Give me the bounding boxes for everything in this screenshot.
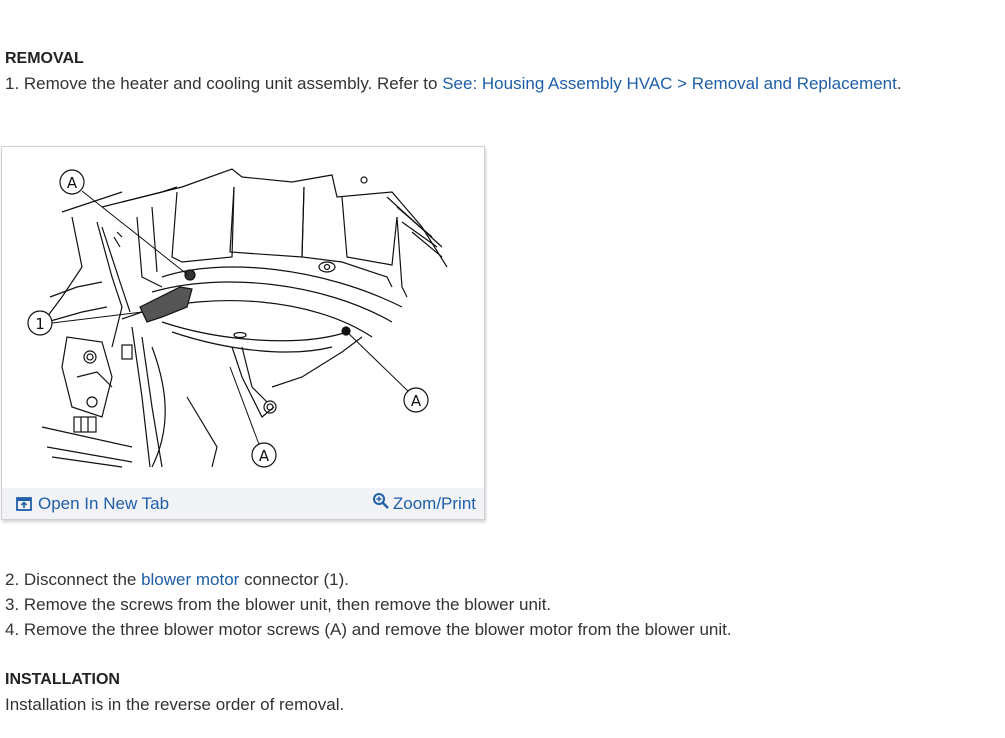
callout-1: 1 bbox=[35, 315, 45, 333]
open-new-tab-icon bbox=[16, 496, 32, 511]
blower-motor-diagram[interactable]: A 1 A A bbox=[2, 147, 484, 487]
open-in-new-tab-button[interactable]: Open In New Tab bbox=[16, 494, 169, 514]
removal-step-2: 2. Disconnect the blower motor connector… bbox=[5, 569, 349, 591]
removal-step-3: 3. Remove the screws from the blower uni… bbox=[5, 595, 552, 614]
callout-a-bottom: A bbox=[259, 447, 270, 465]
installation-text: Installation is in the reverse order of … bbox=[5, 695, 345, 714]
installation-heading: INSTALLATION bbox=[5, 671, 120, 688]
removal-step-4: 4. Remove the three blower motor screws … bbox=[5, 620, 732, 639]
blower-motor-link[interactable]: blower motor bbox=[141, 570, 240, 589]
zoom-in-icon bbox=[372, 492, 389, 509]
step-2-prefix: 2. Disconnect the bbox=[5, 570, 142, 589]
figure-toolbar: Open In New Tab Zoom/Print bbox=[2, 488, 484, 519]
removal-step-1: 1. Remove the heater and cooling unit as… bbox=[5, 73, 902, 95]
step-1-text: 1. Remove the heater and cooling unit as… bbox=[5, 74, 443, 93]
step-2-suffix: connector (1). bbox=[239, 570, 349, 589]
housing-assembly-link[interactable]: See: Housing Assembly HVAC > Removal and… bbox=[442, 74, 897, 93]
step-1-end: . bbox=[896, 74, 902, 93]
callout-a-right: A bbox=[411, 392, 422, 410]
open-in-new-tab-label: Open In New Tab bbox=[38, 493, 170, 513]
removal-heading: REMOVAL bbox=[5, 50, 84, 67]
zoom-print-button[interactable]: Zoom/Print bbox=[372, 492, 476, 514]
callout-a-top: A bbox=[67, 174, 78, 192]
diagram-figure: A 1 A A Open In New Tab Zoom/Print bbox=[1, 146, 485, 520]
zoom-print-label: Zoom/Print bbox=[392, 493, 476, 513]
